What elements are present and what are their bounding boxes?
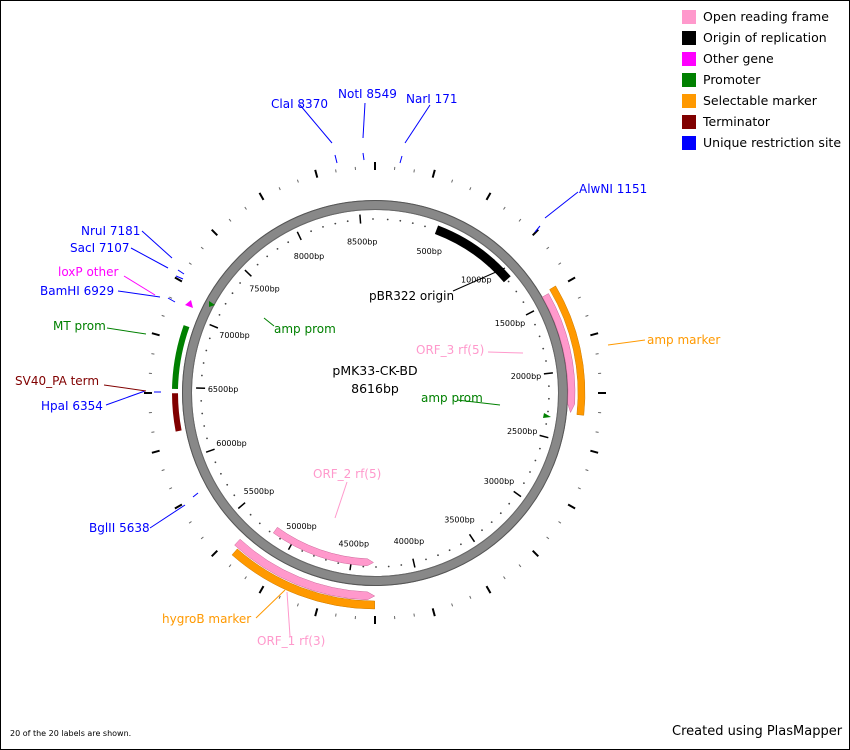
sv40-terminator-feature <box>172 393 182 432</box>
mt-promoter-feature <box>172 325 190 389</box>
scale-tick <box>513 490 522 498</box>
feature-label-amp-prom-left: amp prom <box>274 322 336 336</box>
feature-label-orf2: ORF_2 rf(5) <box>313 467 381 481</box>
scale-label: 5500bp <box>244 487 275 496</box>
scale-label: 3500bp <box>444 515 475 524</box>
feature-label-origin: pBR322 origin <box>369 289 454 303</box>
scale-tick <box>359 214 362 224</box>
amp-marker-feature <box>549 285 586 416</box>
orf3-feature <box>542 293 576 414</box>
scale-label: 8500bp <box>347 238 378 247</box>
amp-prom-left-arrow <box>209 301 215 307</box>
scale-label: 8000bp <box>294 252 325 261</box>
legend-label: Terminator <box>703 114 771 129</box>
legend-label: Unique restriction site <box>703 135 842 150</box>
amp-prom-inner-arrow <box>543 413 551 418</box>
site-label-bglii: BglII 5638 <box>89 521 150 535</box>
legend-swatch <box>682 51 696 66</box>
legend-label: Origin of replication <box>703 30 827 45</box>
legend-swatch <box>682 9 696 24</box>
feature-label-sv40: SV40_PA term <box>15 374 99 388</box>
legend-label: Open reading frame <box>703 9 829 24</box>
site-label-noti: NotI 8549 <box>338 87 397 101</box>
scale-tick <box>468 533 476 543</box>
scale-tick <box>244 269 252 277</box>
backbone-inner-edge <box>191 209 559 577</box>
outer-ticks <box>144 162 606 624</box>
orf2-feature <box>272 526 375 567</box>
site-label-hpai: HpaI 6354 <box>41 399 103 413</box>
site-label-alwni: AlwNI 1151 <box>579 182 647 196</box>
backbone-outer-edge <box>182 200 568 586</box>
scale-label: 6500bp <box>208 385 239 394</box>
restriction-site-marks <box>154 152 541 498</box>
label-leader-lines <box>103 102 646 637</box>
legend-item-orf: Open reading frame <box>682 6 829 27</box>
site-label-clai: ClaI 8370 <box>271 97 328 111</box>
legend-swatch <box>682 93 696 108</box>
scale-labels: 500bp 1000bp 1500bp 2000bp 2500bp 3000bp 3500b… <box>208 238 541 549</box>
scale-label: 5000bp <box>286 522 317 531</box>
legend-label: Selectable marker <box>703 93 817 108</box>
legend-swatch <box>682 135 696 150</box>
legend-swatch <box>682 72 696 87</box>
legend-label: Other gene <box>703 51 774 66</box>
legend-item-restriction-site: Unique restriction site <box>682 132 841 153</box>
labels-shown-note: 20 of the 20 labels are shown. <box>10 729 132 738</box>
scale-label: 4000bp <box>394 537 425 546</box>
scale-label: 1500bp <box>495 319 526 328</box>
scale-tick <box>412 558 416 568</box>
legend-label: Promoter <box>703 72 761 87</box>
legend-item-selectable-marker: Selectable marker <box>682 90 817 111</box>
feature-label-loxp: loxP other <box>58 265 118 279</box>
scale-tick <box>209 323 219 329</box>
hygro-marker-feature <box>231 548 375 610</box>
site-label-nrui: NruI 7181 <box>81 224 140 238</box>
site-label-saci: SacI 7107 <box>70 241 129 255</box>
legend-item-origin: Origin of replication <box>682 27 827 48</box>
scale-tick <box>205 448 215 453</box>
feature-label-amp-prom-inner: amp prom <box>421 391 483 405</box>
scale-label: 7000bp <box>219 331 250 340</box>
scale-label: 2500bp <box>507 427 538 436</box>
scale-label: 2000bp <box>511 372 542 381</box>
legend-item-terminator: Terminator <box>682 111 770 132</box>
feature-label-amp-marker: amp marker <box>647 333 720 347</box>
plasmid-name: pMK33-CK-BD <box>332 363 417 378</box>
backbone-ring <box>182 200 568 586</box>
scale-tick <box>539 434 549 439</box>
scale-tick <box>543 372 553 375</box>
plasmapper-credit: Created using PlasMapper <box>672 724 843 739</box>
plasmid-size: 8616bp <box>351 381 399 396</box>
legend-swatch <box>682 114 696 129</box>
scale-label: 7500bp <box>249 285 280 294</box>
scale-tick <box>237 502 246 510</box>
loxp-feature-arrow <box>185 300 193 308</box>
legend-item-other-gene: Other gene <box>682 48 774 69</box>
scale-tick <box>525 310 535 316</box>
scale-label: 1000bp <box>461 276 492 285</box>
site-label-bamhi: BamHI 6929 <box>40 284 114 298</box>
orf1-feature <box>234 538 376 601</box>
scale-tick <box>296 231 302 241</box>
site-label-nari: NarI 171 <box>406 92 458 106</box>
scale-label: 3000bp <box>484 477 515 486</box>
origin-feature <box>435 225 511 283</box>
feature-label-orf1: ORF_1 rf(3) <box>257 634 325 648</box>
legend-item-promoter: Promoter <box>682 69 760 90</box>
scale-label: 6000bp <box>216 439 247 448</box>
feature-label-mt-prom: MT prom <box>53 319 106 333</box>
feature-label-hygro: hygroB marker <box>162 612 251 626</box>
feature-label-orf3: ORF_3 rf(5) <box>416 343 484 357</box>
legend-swatch <box>682 30 696 45</box>
scale-label: 500bp <box>416 247 441 256</box>
scale-label: 4500bp <box>339 540 370 549</box>
